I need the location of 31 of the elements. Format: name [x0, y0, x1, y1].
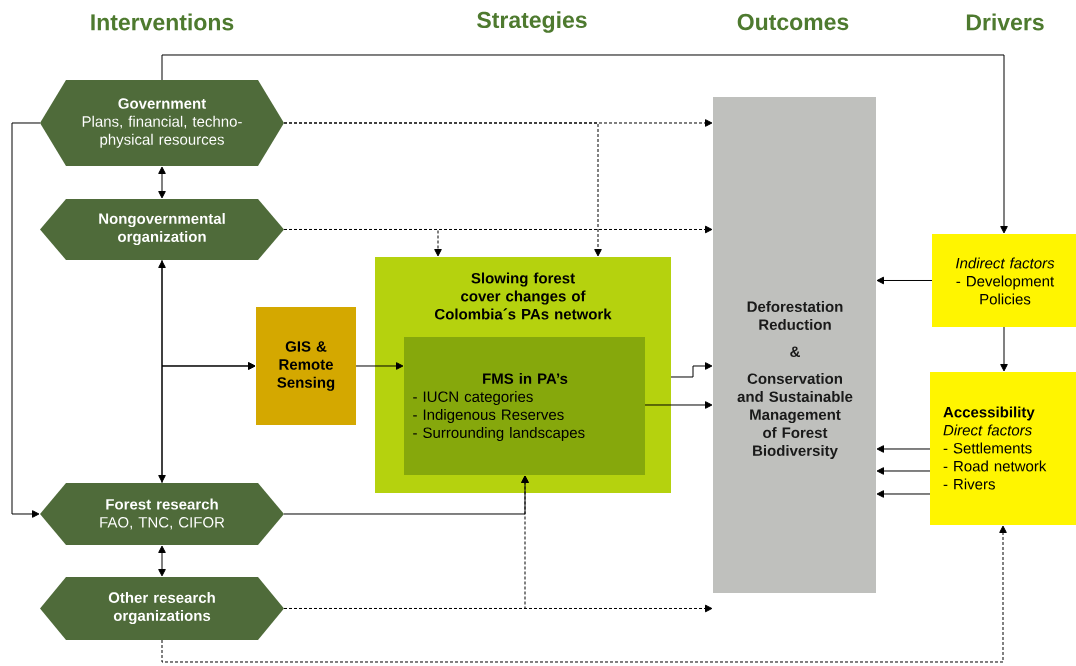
arrow: [283, 475, 529, 609]
column-heading: Drivers: [966, 13, 1044, 31]
method-box: GIS & Remote Sensing: [256, 307, 356, 425]
arrow: [158, 260, 166, 483]
hexagon-box: Government Plans, financial, techno-physical resources: [40, 80, 284, 166]
arrow: [670, 362, 713, 378]
arrow: [161, 362, 256, 484]
arrow: [876, 490, 931, 498]
arrow: [161, 525, 1007, 663]
arrow: [876, 445, 931, 453]
arrow: [355, 362, 404, 370]
arrow: [158, 545, 166, 577]
arrow: [283, 122, 602, 257]
strategy-box: FMS in PA’s - IUCN categories - Indigenous Reserves - Surrounding landscapes: [404, 337, 645, 475]
column-heading: Strategies: [477, 11, 587, 33]
arrow: [161, 54, 1008, 234]
driver-box: Indirect factors - Development Policies: [932, 234, 1076, 327]
outcome-box: Deforestation Reduction & Conservation and Sustainable Management of Forest Biodiversity: [713, 97, 876, 593]
hexagon-box: Nongovernmental organization: [40, 199, 284, 260]
arrow: [1000, 326, 1008, 372]
hexagon-box: Other research organizations: [40, 577, 284, 640]
hexagon-box: Forest research FAO, TNC, CIFOR: [40, 483, 284, 545]
column-heading: Interventions: [91, 13, 234, 31]
arrow: [876, 276, 933, 285]
driver-box: Accessibility Direct factors - Settlements - Road network - Rivers: [930, 372, 1076, 525]
arrow: [11, 122, 41, 518]
arrow: [283, 229, 442, 257]
column-heading: Outcomes: [737, 13, 849, 31]
arrow: [876, 467, 931, 475]
arrow: [158, 166, 166, 199]
arrow: [644, 401, 713, 409]
